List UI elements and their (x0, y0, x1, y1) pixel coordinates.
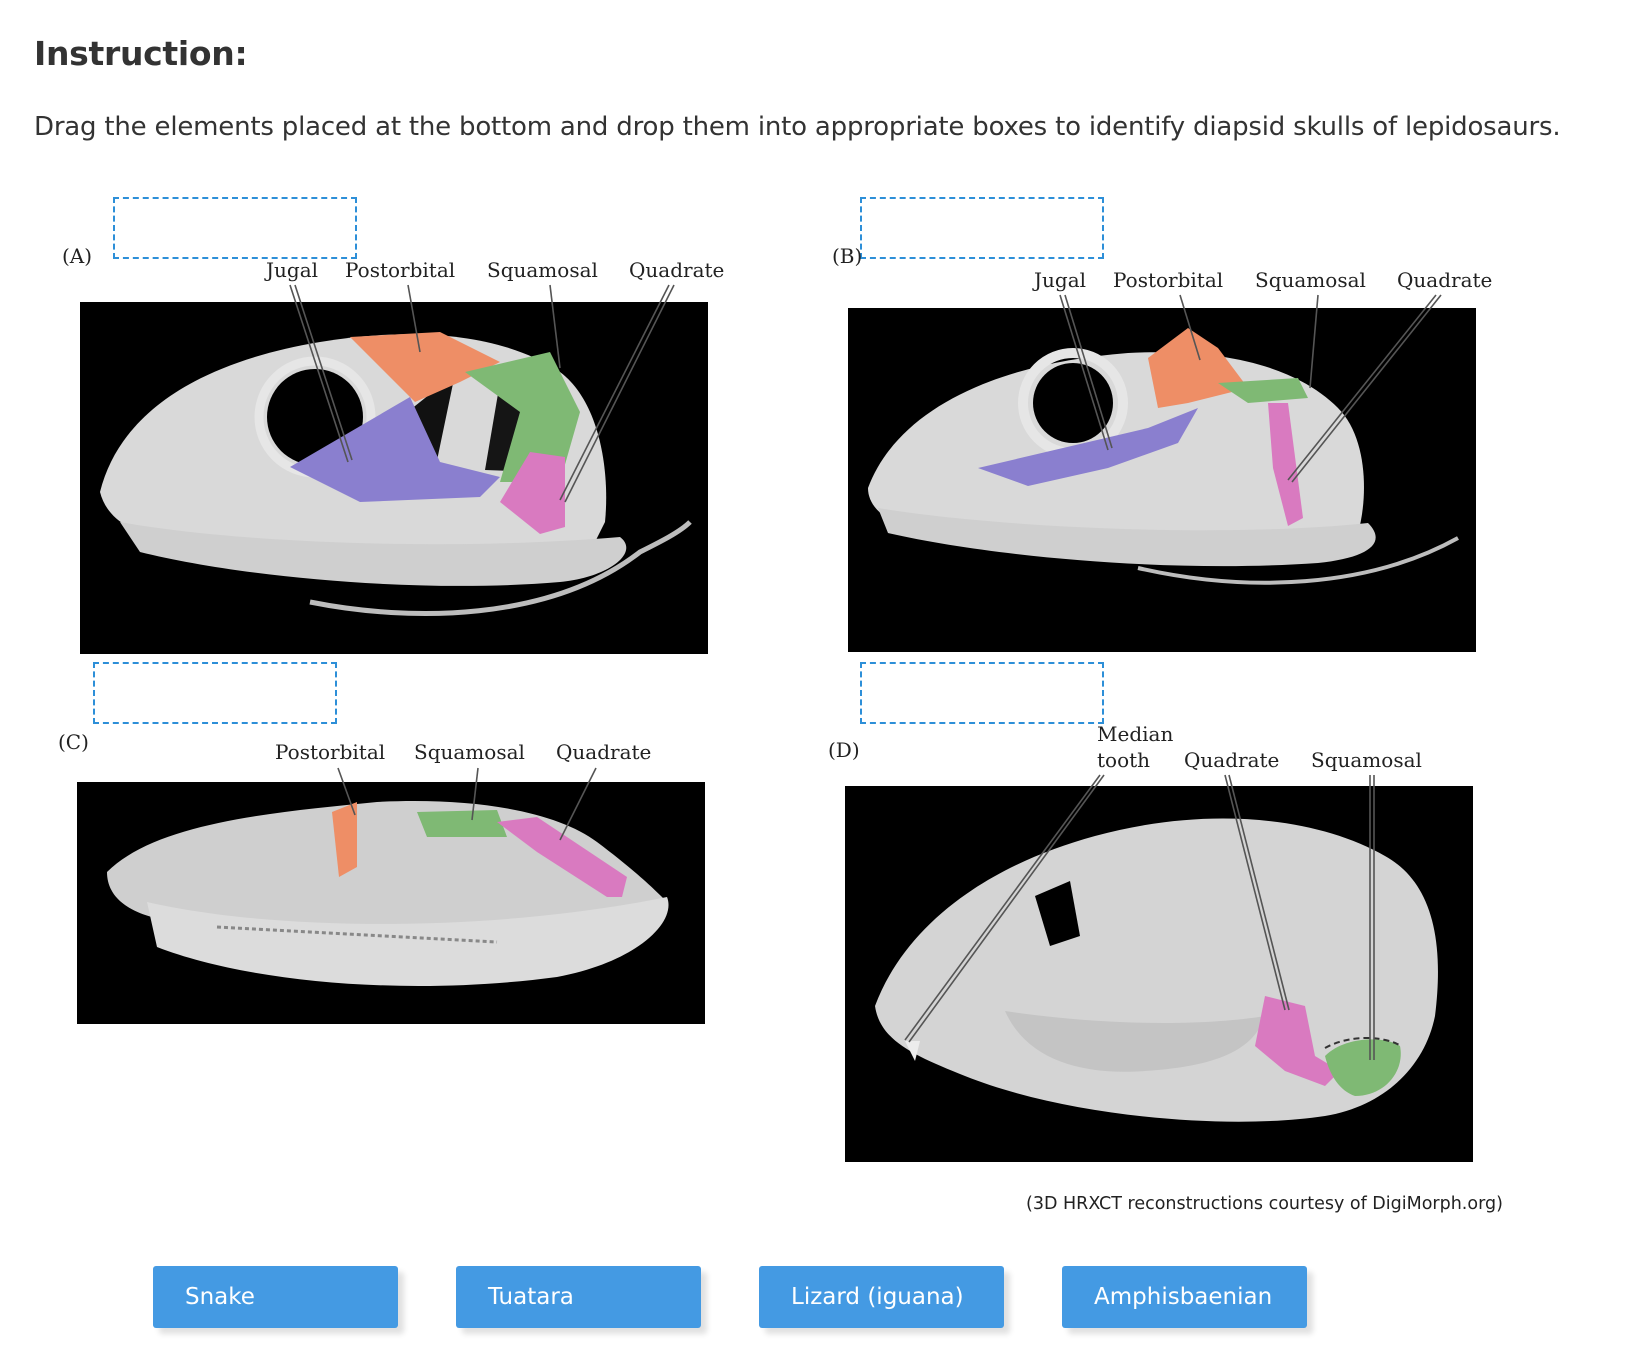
drag-chip-snake[interactable]: Snake (153, 1266, 398, 1328)
drop-box-a[interactable] (113, 197, 357, 259)
skull-illustration-b (868, 328, 1459, 585)
skull-illustration-a (100, 332, 692, 616)
drop-box-d[interactable] (860, 662, 1104, 724)
panel-letter-d: (D) (828, 738, 860, 762)
skull-illustration-c (107, 801, 669, 986)
instruction-heading: Instruction: (34, 34, 248, 73)
label-quadrate-a: Quadrate (629, 258, 725, 282)
label-postorbital-c: Postorbital (275, 740, 386, 764)
drag-chip-lizard-iguana[interactable]: Lizard (iguana) (759, 1266, 1004, 1328)
label-squamosal-a: Squamosal (487, 258, 598, 282)
drop-box-c[interactable] (93, 662, 337, 724)
skull-image-a (80, 302, 708, 654)
panel-letter-c: (C) (58, 730, 89, 754)
drag-chip-tuatara[interactable]: Tuatara (456, 1266, 701, 1328)
label-jugal-b: Jugal (1034, 268, 1087, 292)
skull-image-c (77, 782, 705, 1024)
label-jugal-a: Jugal (266, 258, 319, 282)
label-squamosal-c: Squamosal (414, 740, 525, 764)
image-credit: (3D HRXCT reconstructions courtesy of Di… (1026, 1194, 1503, 1214)
label-quadrate-c: Quadrate (556, 740, 652, 764)
label-quadrate-b: Quadrate (1397, 268, 1493, 292)
skull-image-d (845, 786, 1473, 1162)
label-squamosal-d: Squamosal (1311, 748, 1422, 772)
drag-chip-amphisbaenian[interactable]: Amphisbaenian (1062, 1266, 1307, 1328)
skull-image-b (848, 308, 1476, 652)
label-squamosal-b: Squamosal (1255, 268, 1366, 292)
panel-letter-b: (B) (832, 244, 863, 268)
label-quadrate-d: Quadrate (1184, 748, 1280, 772)
skull-illustration-d (875, 818, 1438, 1122)
drop-box-b[interactable] (860, 197, 1104, 259)
label-median-tooth-line2-d: tooth (1097, 748, 1151, 772)
instruction-text: Drag the elements placed at the bottom a… (34, 112, 1561, 142)
panel-letter-a: (A) (62, 244, 93, 268)
label-postorbital-a: Postorbital (345, 258, 456, 282)
label-postorbital-b: Postorbital (1113, 268, 1224, 292)
label-median-tooth-line1-d: Median (1097, 722, 1174, 746)
